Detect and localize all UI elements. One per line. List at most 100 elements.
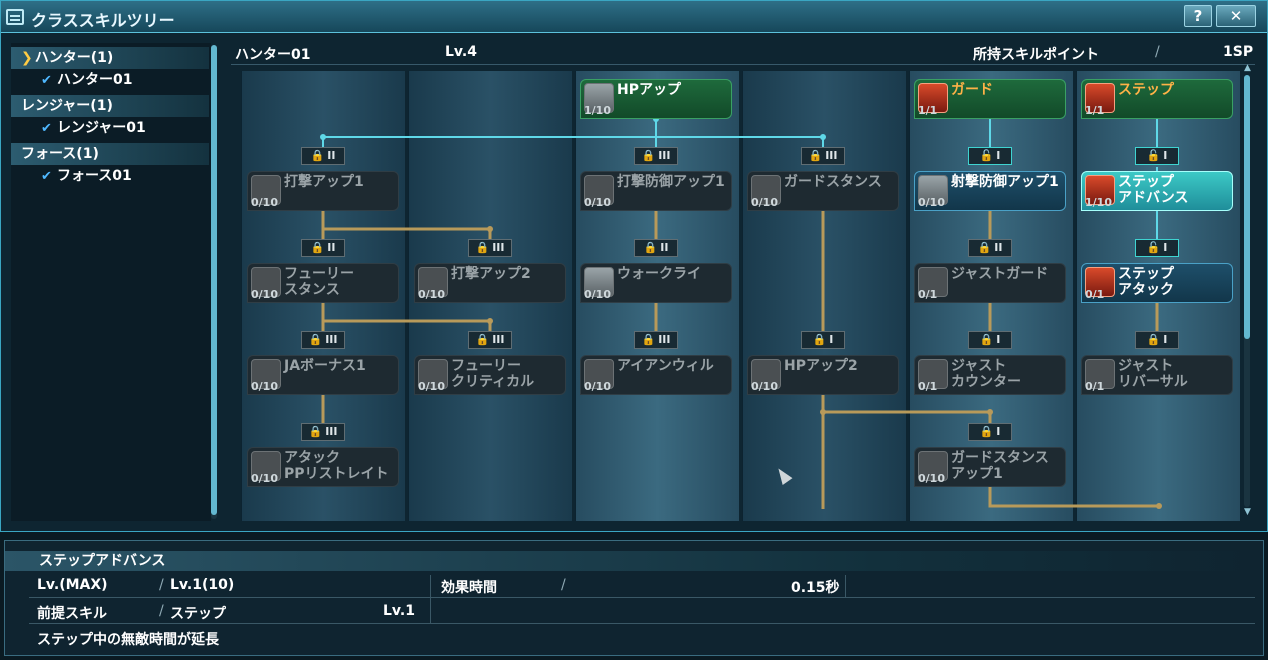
badge-label: III <box>658 149 671 162</box>
badge-label: I <box>1163 333 1168 346</box>
hp-icon <box>751 359 781 389</box>
unlock-level-badge: 🔒III <box>468 331 512 349</box>
skill-level: 0/1 <box>918 380 938 393</box>
lock-icon: 🔒 <box>977 241 992 254</box>
sidebar-item-force01[interactable]: ✔フォース01 <box>41 165 201 187</box>
badge-label: II <box>327 149 336 162</box>
close-button[interactable]: ✕ <box>1216 5 1256 27</box>
skill-name: ウォークライ <box>617 266 701 282</box>
sword-icon <box>251 175 281 205</box>
sword-icon <box>418 267 448 297</box>
sidebar-item-hunter01[interactable]: ✔ ハンター01 <box>41 69 201 91</box>
skill-info-panel: ステップアドバンス Lv.(MAX) / Lv.1(10) 効果時間 / 0.1… <box>4 540 1264 656</box>
skill-description: ステップ中の無敵時間が延長 <box>37 632 219 648</box>
unlock-level-badge: 🔓I <box>1135 147 1179 165</box>
lock-icon: 🔒 <box>475 333 490 346</box>
badge-label: III <box>658 333 671 346</box>
ja-icon <box>251 359 281 389</box>
sidebar-group-hunter[interactable]: ❯ハンター(1) <box>11 47 209 69</box>
sidebar-scrollbar[interactable] <box>211 45 217 519</box>
divider <box>430 575 431 623</box>
skill-name-line1: フューリー <box>451 358 521 374</box>
unlock-level-badge: 🔒III <box>301 331 345 349</box>
sidebar-item-ranger01[interactable]: ✔レンジャー01 <box>41 117 201 139</box>
skill-name: 射撃防御アップ1 <box>951 174 1059 190</box>
tree-scroll-thumb[interactable] <box>1244 75 1250 339</box>
fury-icon <box>418 359 448 389</box>
badge-label: I <box>996 149 1001 162</box>
tree-connectors <box>320 116 1162 509</box>
level-value: Lv.1(10) <box>170 577 235 593</box>
fury-icon <box>251 267 281 297</box>
skill-level: 0/10 <box>418 288 445 301</box>
badge-label: II <box>327 241 336 254</box>
unlock-level-badge: 🔒II <box>634 239 678 257</box>
badge-label: II <box>660 241 669 254</box>
skill-name-line2: スタンス <box>284 282 340 298</box>
check-icon: ✔ <box>41 73 52 88</box>
badge-label: III <box>825 149 838 162</box>
lock-icon: 🔒 <box>979 333 994 346</box>
prereq-label: 前提スキル <box>37 606 107 622</box>
item-label: ハンター01 <box>57 72 133 88</box>
skill-name: フューリースタンス <box>284 266 354 298</box>
group-label: レンジャー(1) <box>21 98 113 114</box>
skill-name: HPアップ <box>617 82 681 98</box>
scroll-down-icon[interactable]: ▼ <box>1244 507 1251 517</box>
skill-name: ガードスタンス <box>784 174 882 190</box>
unlock-icon: 🔓 <box>1146 241 1161 254</box>
badge-label: III <box>325 333 338 346</box>
unlock-level-badge: 🔒I <box>1135 331 1179 349</box>
divider <box>29 597 1255 598</box>
unlock-level-badge: 🔒I <box>968 331 1012 349</box>
skill-level: 0/10 <box>251 472 278 485</box>
unlock-icon: 🔓 <box>979 149 994 162</box>
badge-label: I <box>1163 241 1168 254</box>
pp-icon <box>251 451 281 481</box>
skill-node-war-cry[interactable]: ウォークライ 0/10 <box>580 263 732 303</box>
lock-icon: 🔒 <box>979 425 994 438</box>
skill-name: JAボーナス1 <box>284 358 366 374</box>
skill-level: 1/1 <box>1085 104 1105 117</box>
skill-level: 0/10 <box>584 288 611 301</box>
unlock-level-badge: 🔒III <box>301 423 345 441</box>
step-icon <box>1085 175 1115 205</box>
sidebar-group-force[interactable]: フォース(1) <box>11 143 209 165</box>
lock-icon: 🔒 <box>308 425 323 438</box>
title-bar[interactable]: クラススキルツリー ? ✕ <box>1 1 1267 33</box>
scroll-up-icon[interactable]: ▲ <box>1244 63 1251 73</box>
skill-name-line2: アドバンス <box>1118 190 1189 206</box>
skill-node-hp-up[interactable]: HPアップ 1/10 <box>580 79 732 119</box>
prereq-value: ステップ <box>170 606 226 622</box>
unlock-level-badge: 🔒III <box>634 331 678 349</box>
sidebar-group-ranger[interactable]: レンジャー(1) <box>11 95 209 117</box>
skill-name-line2: カウンター <box>951 374 1021 390</box>
lock-icon: 🔒 <box>475 241 490 254</box>
help-button[interactable]: ? <box>1184 5 1212 27</box>
skill-level: 0/10 <box>584 196 611 209</box>
tree-scrollbar[interactable] <box>1244 75 1250 507</box>
sidebar-scroll-thumb[interactable] <box>211 45 217 515</box>
skill-level: 1/10 <box>584 104 611 117</box>
skill-name: ガードスタンスアップ1 <box>951 450 1049 482</box>
skill-level: 0/1 <box>918 288 938 301</box>
